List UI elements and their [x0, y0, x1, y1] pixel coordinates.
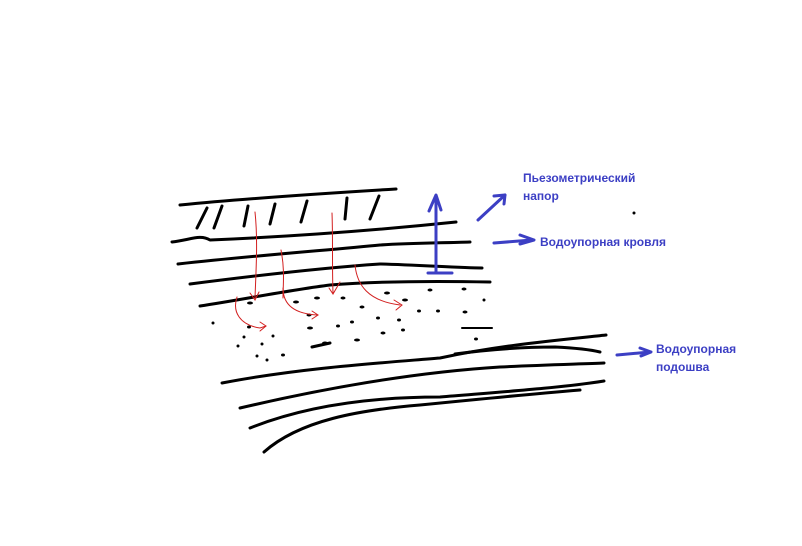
- seepage-arrow: [259, 321, 267, 332]
- piezometric-head-arrow-icon: [476, 193, 507, 222]
- sole-line-4: [248, 379, 606, 430]
- aquiclude-sole-label-line-2: подошва: [656, 360, 710, 374]
- seepage-arrow: [311, 310, 319, 320]
- sand-dash: [310, 341, 332, 349]
- label-arrows: [476, 193, 653, 358]
- sole-line-2: [220, 333, 608, 385]
- aquiclude-roof-arrow-icon: [492, 238, 534, 245]
- roof-line-4: [198, 279, 492, 308]
- ground-surface-line: [178, 187, 398, 207]
- piezometric-head-label-line-1: Пьезометрический: [523, 171, 636, 185]
- seepage-arrow: [331, 212, 334, 294]
- roof-line-1: [170, 220, 458, 244]
- sole-line-5: [262, 388, 582, 454]
- seepage-arrow: [282, 287, 319, 316]
- aquiclude-sole-arrow-icon: [615, 350, 652, 357]
- aquifer-sand: [211, 211, 636, 362]
- piezometric-head-arrow-icon: [492, 193, 507, 206]
- seepage-arrow: [280, 249, 284, 299]
- aquiclude-sole-arrow-icon: [638, 346, 653, 358]
- seepage-arrow: [354, 264, 401, 306]
- seepage-arrows: [235, 211, 403, 332]
- hatch-mark: [212, 204, 224, 230]
- piezometer-tip-icon: [427, 193, 443, 213]
- lower-confining-layer: [220, 333, 608, 454]
- roof-line-2: [176, 240, 472, 266]
- seepage-arrow: [235, 296, 267, 329]
- aquiclude-sole-label-line-1: Водоупорная: [656, 342, 737, 356]
- piezometric-head-label: Пьезометрический напор: [523, 169, 635, 205]
- seepage-arrow: [254, 211, 258, 299]
- aquiclude-roof-label-text: Водоупорная кровля: [540, 235, 666, 249]
- hatch-mark: [195, 206, 209, 230]
- seepage-arrow: [393, 299, 403, 311]
- aquiclude-roof-arrow-icon: [518, 233, 536, 246]
- piezometer: [426, 193, 454, 275]
- roof-line-3: [188, 262, 484, 286]
- seepage-arrow: [249, 291, 260, 301]
- hatch-mark: [242, 204, 250, 228]
- hatch-mark: [343, 196, 349, 221]
- aquiclude-roof-label: Водоупорная кровля: [540, 233, 666, 251]
- hatch-mark: [299, 199, 309, 224]
- piezometric-head-label-line-2: напор: [523, 189, 559, 203]
- upper-confining-layer: [170, 187, 492, 308]
- hatch-mark: [268, 202, 277, 226]
- aquiclude-sole-label: Водоупорная подошва: [656, 340, 736, 376]
- seepage-arrow: [328, 281, 341, 295]
- sole-line-3: [238, 361, 606, 410]
- hatch-mark: [368, 194, 381, 221]
